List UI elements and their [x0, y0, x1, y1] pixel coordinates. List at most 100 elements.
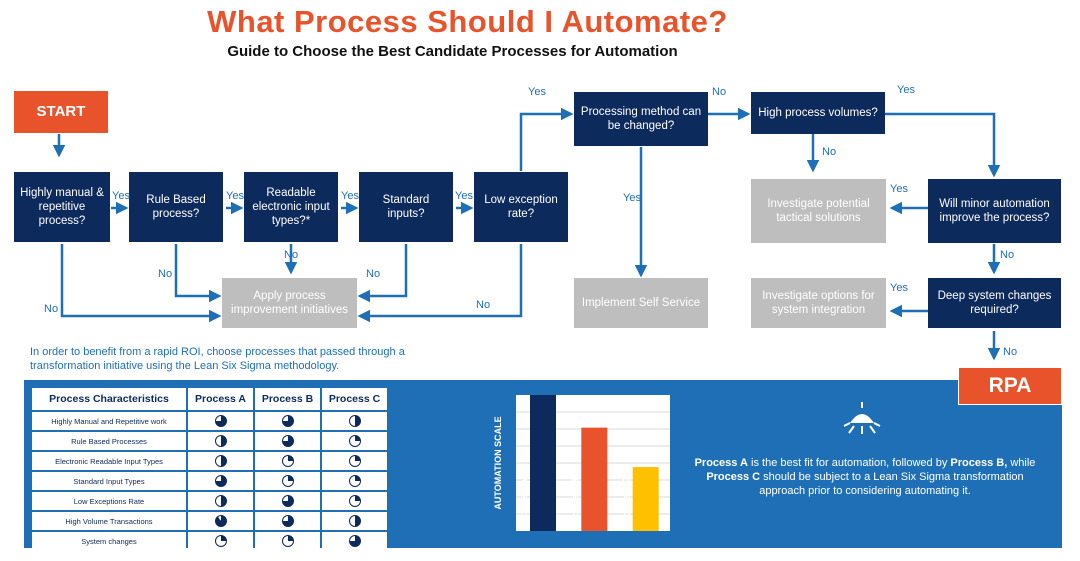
page-title: What Process Should I Automate?	[207, 4, 728, 39]
label-yes-3: Yes	[341, 190, 359, 202]
question-method-change: Processing method can be changed?	[574, 92, 708, 146]
rating-pie-icon	[281, 454, 294, 467]
table-row: High Volume Transactions	[32, 512, 387, 530]
label-yes-method: Yes	[528, 86, 546, 98]
question-volumes: High process volumes?	[751, 92, 885, 134]
header-process-c: Process C	[322, 388, 387, 410]
rating-pie-icon	[348, 454, 361, 467]
question-minor-automation: Will minor automation improve the proces…	[928, 179, 1061, 243]
chart-category-label: Process A	[519, 478, 530, 527]
rating-cell	[255, 512, 320, 530]
characteristics-table: Process Characteristics Process A Proces…	[30, 386, 389, 552]
label-yes-2: Yes	[226, 190, 244, 202]
table-row: Highly Manual and Repetitive work	[32, 412, 387, 430]
rating-cell	[255, 532, 320, 550]
rating-pie-icon	[281, 434, 294, 447]
rating-cell	[255, 452, 320, 470]
rating-pie-icon	[281, 494, 294, 507]
rating-pie-icon	[348, 414, 361, 427]
label-no-minor: No	[1000, 249, 1015, 261]
rating-cell	[322, 432, 387, 450]
conclusion-part-2: while	[1007, 457, 1036, 469]
label-yes-1: Yes	[112, 190, 130, 202]
rating-cell	[322, 532, 387, 550]
rating-pie-icon	[348, 534, 361, 547]
rating-pie-icon	[348, 514, 361, 527]
rating-cell	[188, 412, 253, 430]
question-standard: Standard inputs?	[359, 172, 453, 242]
rating-cell	[255, 412, 320, 430]
label-no-manual: No	[44, 303, 59, 315]
label-no-readable: No	[284, 249, 299, 261]
apply-improvement-box: Apply process improvement initiatives	[222, 278, 357, 328]
conclusion-process-b: Process B,	[950, 457, 1008, 469]
header-characteristics: Process Characteristics	[32, 388, 186, 410]
row-label: System changes	[32, 532, 186, 550]
conclusion-process-a: Process A	[694, 457, 748, 469]
label-no-volumes: No	[822, 146, 837, 158]
row-label: High Volume Transactions	[32, 512, 186, 530]
table-row: Low Exceptions Rate	[32, 492, 387, 510]
page-subtitle: Guide to Choose the Best Candidate Proce…	[227, 43, 678, 60]
row-label: Rule Based Processes	[32, 432, 186, 450]
table-row: Rule Based Processes	[32, 432, 387, 450]
rating-cell	[322, 472, 387, 490]
conclusion-text: Process A is the best fit for automation…	[690, 456, 1040, 498]
label-yes-self-service: Yes	[623, 192, 641, 204]
roi-note: In order to benefit from a rapid ROI, ch…	[30, 346, 405, 372]
conclusion-part-3: should be subject to a Lean Six Sigma tr…	[759, 471, 1024, 497]
chart-category-label: Process B	[570, 478, 581, 527]
row-label: Standard Input Types	[32, 472, 186, 490]
question-readable: Readable electronic input types?*	[244, 172, 338, 242]
rating-pie-icon	[214, 534, 227, 547]
rating-cell	[188, 492, 253, 510]
chart-bar	[530, 395, 556, 531]
rating-pie-icon	[214, 434, 227, 447]
lightbulb-icon	[843, 402, 881, 434]
rating-cell	[322, 492, 387, 510]
rating-cell	[188, 512, 253, 530]
row-label: Low Exceptions Rate	[32, 492, 186, 510]
rating-pie-icon	[348, 474, 361, 487]
conclusion-process-c: Process C	[706, 471, 761, 483]
label-no-standard: No	[366, 268, 381, 280]
question-manual: Highly manual & repetitive process?	[14, 172, 110, 242]
rating-cell	[322, 412, 387, 430]
table-row: Standard Input Types	[32, 472, 387, 490]
table-row: System changes	[32, 532, 387, 550]
rating-cell	[322, 512, 387, 530]
rating-pie-icon	[281, 514, 294, 527]
question-rule-based: Rule Based process?	[129, 172, 223, 242]
label-yes-minor: Yes	[890, 183, 908, 195]
rating-pie-icon	[348, 494, 361, 507]
investigate-tactical-box: Investigate potential tactical solutions	[751, 179, 886, 243]
row-label: Electronic Readable Input Types	[32, 452, 186, 470]
chart-bar	[632, 467, 659, 531]
rating-pie-icon	[281, 414, 294, 427]
rating-cell	[188, 472, 253, 490]
rating-cell	[255, 492, 320, 510]
rating-cell	[255, 432, 320, 450]
rating-pie-icon	[214, 514, 227, 527]
conclusion-part-1: is the best fit for automation, followed…	[748, 457, 951, 469]
label-yes-deep: Yes	[890, 282, 908, 294]
rating-pie-icon	[214, 494, 227, 507]
label-yes-volumes: Yes	[897, 84, 915, 96]
self-service-box: Implement Self Service	[574, 278, 708, 328]
rating-cell	[322, 452, 387, 470]
label-no-deep: No	[1003, 346, 1018, 358]
chart-category-label: Process C	[622, 478, 633, 527]
rating-pie-icon	[214, 414, 227, 427]
rating-cell	[188, 532, 253, 550]
question-low-exception: Low exception rate?	[474, 172, 568, 242]
rating-pie-icon	[281, 474, 294, 487]
table-row: Electronic Readable Input Types	[32, 452, 387, 470]
rating-pie-icon	[214, 454, 227, 467]
rating-cell	[188, 432, 253, 450]
row-label: Highly Manual and Repetitive work	[32, 412, 186, 430]
header-process-b: Process B	[255, 388, 320, 410]
label-no-method: No	[712, 86, 727, 98]
question-deep-changes: Deep system changes required?	[928, 278, 1061, 328]
rating-pie-icon	[281, 534, 294, 547]
